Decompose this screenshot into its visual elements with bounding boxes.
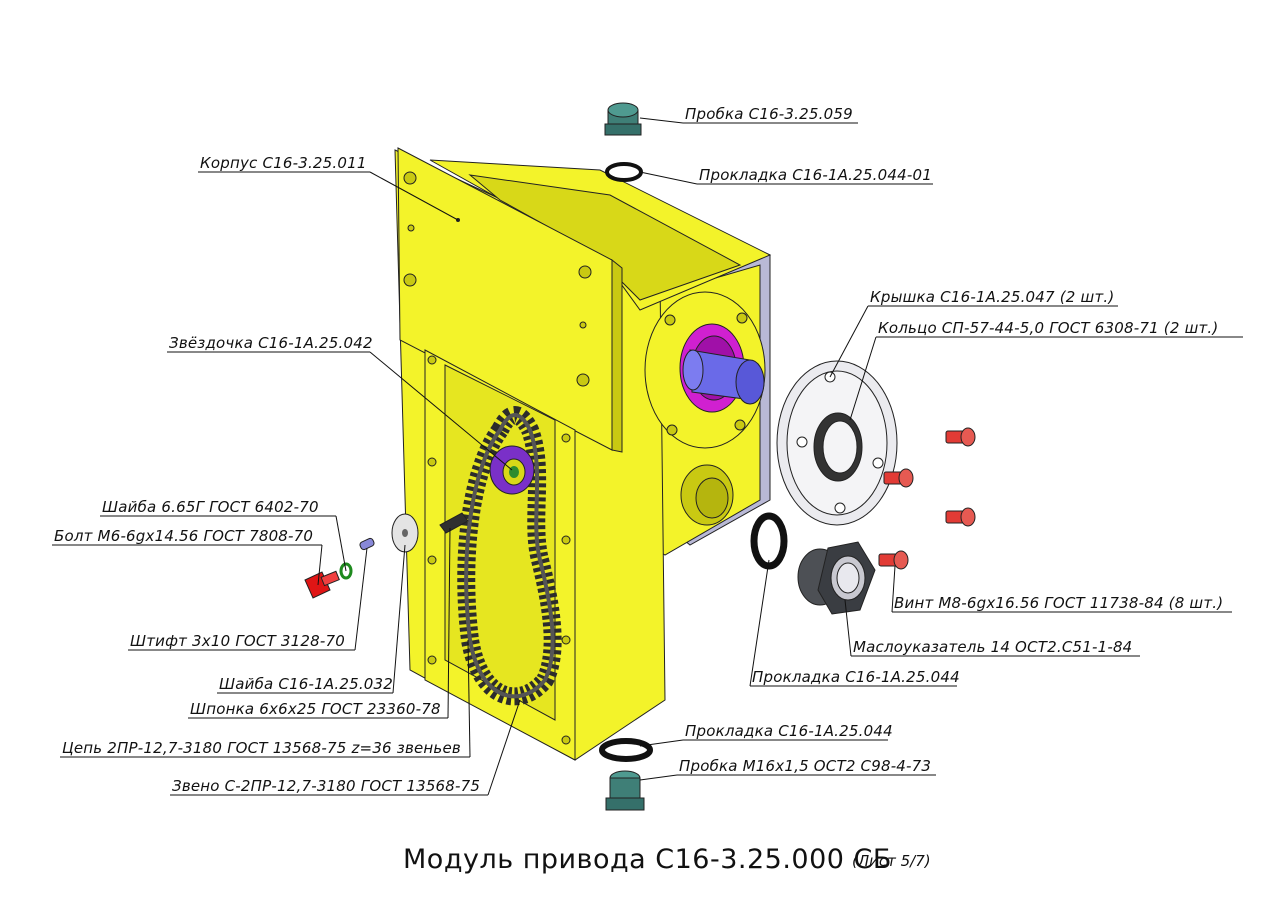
screws-m8	[878, 427, 976, 570]
sheet-number: (Лист 5/7)	[852, 852, 931, 870]
label-shponka: Шпонка 6х6х25 ГОСТ 23360-78	[190, 700, 441, 718]
shaft	[682, 349, 765, 405]
gasket-top	[605, 162, 643, 182]
label-probka-bottom: Пробка М16х1,5 ОСТ2 С98-4-73	[679, 757, 931, 775]
chain	[457, 406, 562, 706]
gasket-mid	[750, 512, 788, 570]
leader-lines	[52, 117, 1243, 796]
spring-washer	[339, 562, 353, 580]
label-bolt: Болт М6-6gх14.56 ГОСТ 7808-70	[54, 527, 313, 545]
label-shaiba-gost: Шайба 6.65Г ГОСТ 6402-70	[102, 498, 319, 516]
label-prokladka-bottom: Прокладка С16-1А.25.044	[685, 722, 893, 740]
label-probka-top: Пробка С16-3.25.059	[685, 105, 853, 123]
plug-top	[604, 102, 642, 136]
label-shtift: Штифт 3х10 ГОСТ 3128-70	[130, 632, 345, 650]
label-prokladka-top: Прокладка С16-1А.25.044-01	[699, 166, 932, 184]
label-koltso: Кольцо СП-57-44-5,0 ГОСТ 6308-71 (2 шт.)	[878, 319, 1218, 337]
pin-shtift	[359, 537, 375, 551]
label-tsep: Цепь 2ПР-12,7-3180 ГОСТ 13568-75 z=36 зв…	[62, 739, 461, 757]
cover-kryshka	[776, 360, 898, 526]
label-zvezdochka: Звёздочка С16-1А.25.042	[169, 334, 373, 352]
housing-body	[394, 147, 772, 761]
key-shponka	[439, 512, 469, 534]
drawing-title: Модуль привода С16-3.25.000 СБ	[403, 844, 892, 875]
washer-c16	[391, 513, 419, 553]
label-vint: Винт М8-6gх16.56 ГОСТ 11738-84 (8 шт.)	[894, 594, 1223, 612]
gasket-bottom	[599, 738, 653, 762]
label-zveno: Звено С-2ПР-12,7-3180 ГОСТ 13568-75	[172, 777, 480, 795]
label-prokladka-mid: Прокладка С16-1А.25.044	[752, 668, 960, 686]
label-shaiba-c16: Шайба С16-1А.25.032	[219, 675, 393, 693]
label-masloukazatel: Маслоуказатель 14 ОСТ2.С51-1-84	[853, 638, 1132, 656]
label-kryshka: Крышка С16-1А.25.047 (2 шт.)	[870, 288, 1114, 306]
label-korpus: Корпус С16-3.25.011	[200, 154, 367, 172]
bolt-m6	[304, 570, 340, 599]
plug-bottom	[605, 770, 645, 811]
oil-gauge	[797, 541, 876, 615]
